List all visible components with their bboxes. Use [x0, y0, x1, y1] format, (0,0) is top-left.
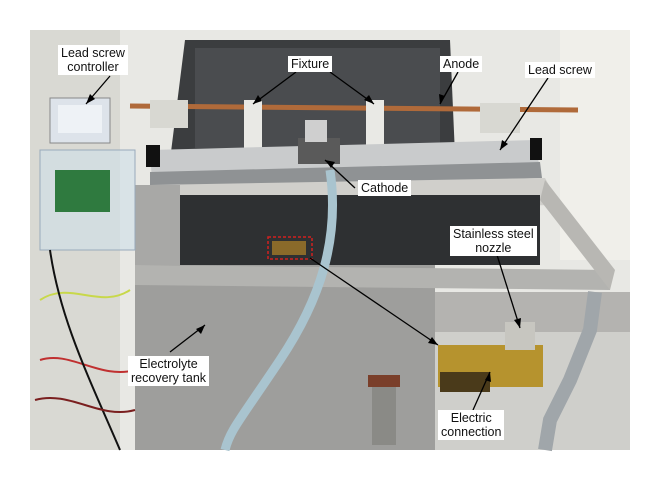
- label-cathode: Cathode: [358, 180, 412, 196]
- label-nozzle-line1: Stainless steel: [453, 227, 534, 241]
- cathode-holder: [305, 120, 327, 142]
- label-tank-line1: Electrolyte: [139, 357, 198, 371]
- outlet-flange: [368, 375, 400, 387]
- rod-bracket-left: [150, 100, 188, 128]
- wires-black: [49, 249, 121, 451]
- label-lead-screw-controller: Lead screw controller: [58, 45, 128, 75]
- cathode-zoom-box: [267, 236, 313, 260]
- tank-right-side: [540, 180, 615, 290]
- label-stainless-steel-nozzle: Stainless steel nozzle: [450, 226, 537, 256]
- label-tank-line2: recovery tank: [131, 371, 207, 385]
- controller-panel: [58, 105, 102, 133]
- rail-end-left: [146, 145, 160, 167]
- steel-pipe: [538, 291, 602, 452]
- label-fixture: Fixture: [288, 56, 333, 72]
- arrowheads: [86, 94, 521, 382]
- wires-green: [39, 289, 131, 301]
- label-anode-text: Anode: [443, 57, 480, 71]
- fixture-plate-right: [366, 100, 384, 152]
- label-cathode-text: Cathode: [361, 181, 409, 195]
- label-lead-screw-controller-line2: controller: [67, 60, 119, 74]
- label-lead-screw-text: Lead screw: [528, 63, 592, 77]
- label-nozzle-line2: nozzle: [475, 241, 512, 255]
- tank-top-rim-front: [135, 265, 610, 290]
- label-lead-screw: Lead screw: [525, 62, 595, 78]
- label-electrolyte-recovery-tank: Electrolyte recovery tank: [128, 356, 210, 386]
- rail-shadow: [150, 162, 542, 190]
- wires-dark-red: [34, 397, 136, 413]
- cathode-carriage: [298, 138, 340, 164]
- label-electric-connection: Electric connection: [438, 410, 505, 440]
- label-electric-line2: connection: [441, 425, 502, 439]
- rod-bracket-right: [480, 103, 520, 133]
- arrow-cathode-zoom: [309, 257, 439, 346]
- electric-connector: [440, 372, 490, 392]
- label-lead-screw-controller-line1: Lead screw: [61, 46, 125, 60]
- arrow-leadscrew: [499, 77, 549, 151]
- label-fixture-text: Fixture: [291, 57, 330, 71]
- rail-end-right: [530, 138, 542, 160]
- label-electric-line1: Electric: [450, 411, 492, 425]
- cathode-part: [272, 241, 306, 255]
- hose: [220, 169, 337, 452]
- fixture-plate-left: [244, 100, 262, 155]
- wires-red: [39, 357, 136, 373]
- arrow-nozzle: [496, 254, 521, 329]
- circuit-board: [55, 170, 110, 212]
- label-anode: Anode: [440, 56, 483, 72]
